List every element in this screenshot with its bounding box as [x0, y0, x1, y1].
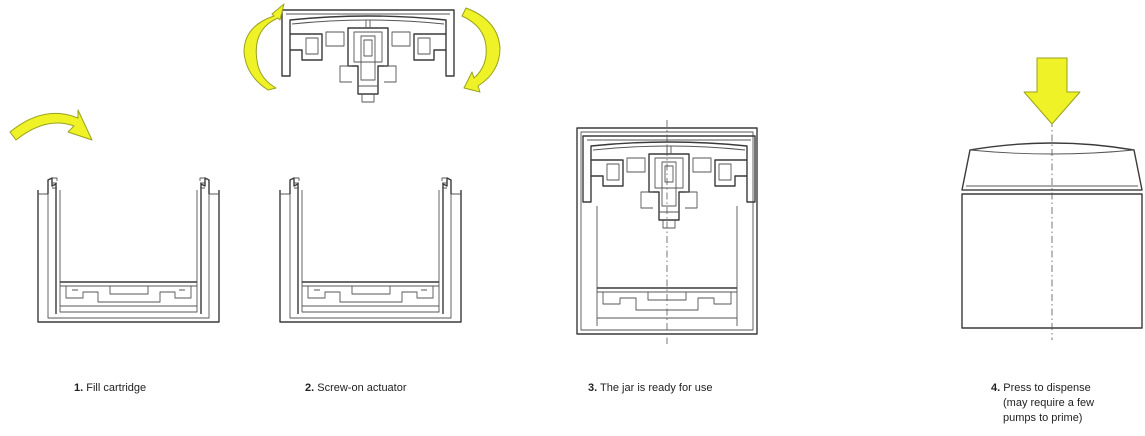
down-arrow-icon — [1023, 57, 1081, 125]
step-1-fill-cartridge-figure — [9, 109, 220, 323]
assembled-jar — [576, 120, 758, 344]
step-number: 2. — [305, 382, 315, 394]
step-4-press-to-dispense-figure — [961, 57, 1143, 340]
step-note-line-2: pumps to prime) — [1003, 412, 1083, 424]
step-text: Fill cartridge — [86, 382, 147, 394]
step-2-screw-on-actuator-figure — [243, 3, 501, 323]
closed-jar — [961, 120, 1143, 340]
step-1-caption: 1. Fill cartridge — [74, 381, 146, 396]
step-2-caption: 2. Screw-on actuator — [305, 381, 407, 396]
actuator-head — [281, 9, 455, 103]
step-text: Press to dispense — [1003, 382, 1091, 394]
curved-arrow-icon — [9, 109, 93, 141]
step-text: Screw-on actuator — [317, 382, 407, 394]
step-3-jar-ready-figure — [576, 120, 758, 344]
rotate-arrows-icon — [243, 3, 501, 93]
step-3-caption: 3. The jar is ready for use — [588, 381, 713, 396]
step-number: 1. — [74, 382, 84, 394]
step-number: 4. — [991, 382, 1001, 394]
step-note-line-1: (may require a few — [1003, 397, 1095, 409]
step-4-caption: 4. Press to dispense (may require a few … — [991, 381, 1094, 426]
step-text: The jar is ready for use — [600, 382, 713, 394]
cartridge-cup — [37, 177, 220, 323]
cartridge-cup — [279, 177, 462, 323]
step-number: 3. — [588, 382, 598, 394]
